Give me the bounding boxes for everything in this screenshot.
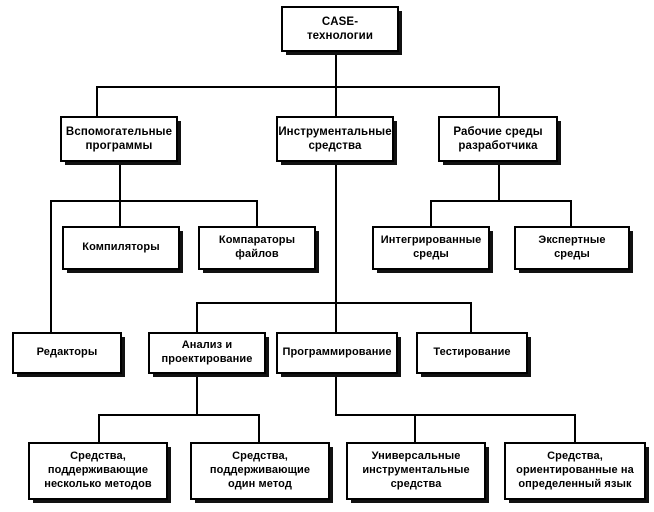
node-single[interactable]: Средства, поддерживающие один метод [190, 442, 330, 500]
node-label-envs: Рабочие среды разработчика [453, 125, 543, 152]
connector-testing-riser [470, 302, 472, 333]
node-universal[interactable]: Универсальные инструментальные средства [346, 442, 486, 500]
connector-programming-riser [335, 302, 337, 333]
node-programming[interactable]: Программирование [276, 332, 398, 374]
connector-programming-bus [335, 414, 575, 416]
node-label-integrated: Интегрированные среды [380, 234, 482, 260]
node-label-aux: Вспомогательные программы [65, 125, 173, 152]
node-label-testing: Тестирование [433, 346, 511, 359]
node-testing[interactable]: Тестирование [416, 332, 528, 374]
node-label-single: Средства, поддерживающие один метод [209, 450, 311, 490]
connector-tools-drop [335, 162, 337, 304]
connector-comparators-riser [256, 200, 258, 226]
node-label-expert: Экспертные среды [538, 234, 606, 260]
connector-envs-drop [498, 162, 500, 201]
node-aux[interactable]: Вспомогательные программы [60, 116, 178, 162]
connector-root-drop [335, 52, 337, 86]
connector-envs-bus [430, 200, 572, 202]
connector-universal-riser [414, 414, 416, 443]
connector-multi-riser [98, 414, 100, 443]
connector-compilers-riser [119, 200, 121, 226]
node-label-tools: Инструментальные средства [278, 125, 392, 152]
node-tools[interactable]: Инструментальные средства [276, 116, 394, 162]
connector-analysis-drop [196, 374, 198, 415]
connector-level2-bus [96, 86, 500, 88]
node-label-comparators: Компараторы файлов [218, 234, 296, 260]
node-language[interactable]: Средства, ориентированные на определенны… [504, 442, 646, 500]
node-label-language: Средства, ориентированные на определенны… [516, 450, 634, 490]
node-label-universal: Универсальные инструментальные средства [362, 450, 470, 490]
connector-analysis-bus [98, 414, 258, 416]
node-envs[interactable]: Рабочие среды разработчика [438, 116, 558, 162]
connector-expert-riser [570, 200, 572, 226]
connector-analysis-riser [196, 302, 198, 333]
node-label-root: CASE- технологии [306, 15, 374, 42]
connector-aux-bus [50, 200, 258, 202]
connector-single-riser [258, 414, 260, 443]
node-root[interactable]: CASE- технологии [281, 6, 399, 52]
node-label-programming: Программирование [282, 346, 392, 359]
node-analysis[interactable]: Анализ и проектирование [148, 332, 266, 374]
connector-language-riser [574, 414, 576, 443]
node-comparators[interactable]: Компараторы файлов [198, 226, 316, 270]
node-expert[interactable]: Экспертные среды [514, 226, 630, 270]
connector-integrated-riser [430, 200, 432, 226]
connector-tools-bus [196, 302, 472, 304]
connector-editors-long-riser [50, 200, 52, 332]
node-compilers[interactable]: Компиляторы [62, 226, 180, 270]
connector-programming-drop [335, 374, 337, 415]
connector-envs-riser [498, 86, 500, 116]
node-label-multi: Средства, поддерживающие несколько метод… [44, 450, 152, 490]
connector-aux-drop [119, 162, 121, 201]
node-integrated[interactable]: Интегрированные среды [372, 226, 490, 270]
node-editors[interactable]: Редакторы [12, 332, 122, 374]
node-label-editors: Редакторы [36, 346, 98, 359]
connector-aux-riser [96, 86, 98, 116]
node-multi[interactable]: Средства, поддерживающие несколько метод… [28, 442, 168, 500]
node-label-compilers: Компиляторы [82, 241, 160, 254]
node-label-analysis: Анализ и проектирование [161, 339, 253, 365]
connector-tools-riser [335, 86, 337, 116]
